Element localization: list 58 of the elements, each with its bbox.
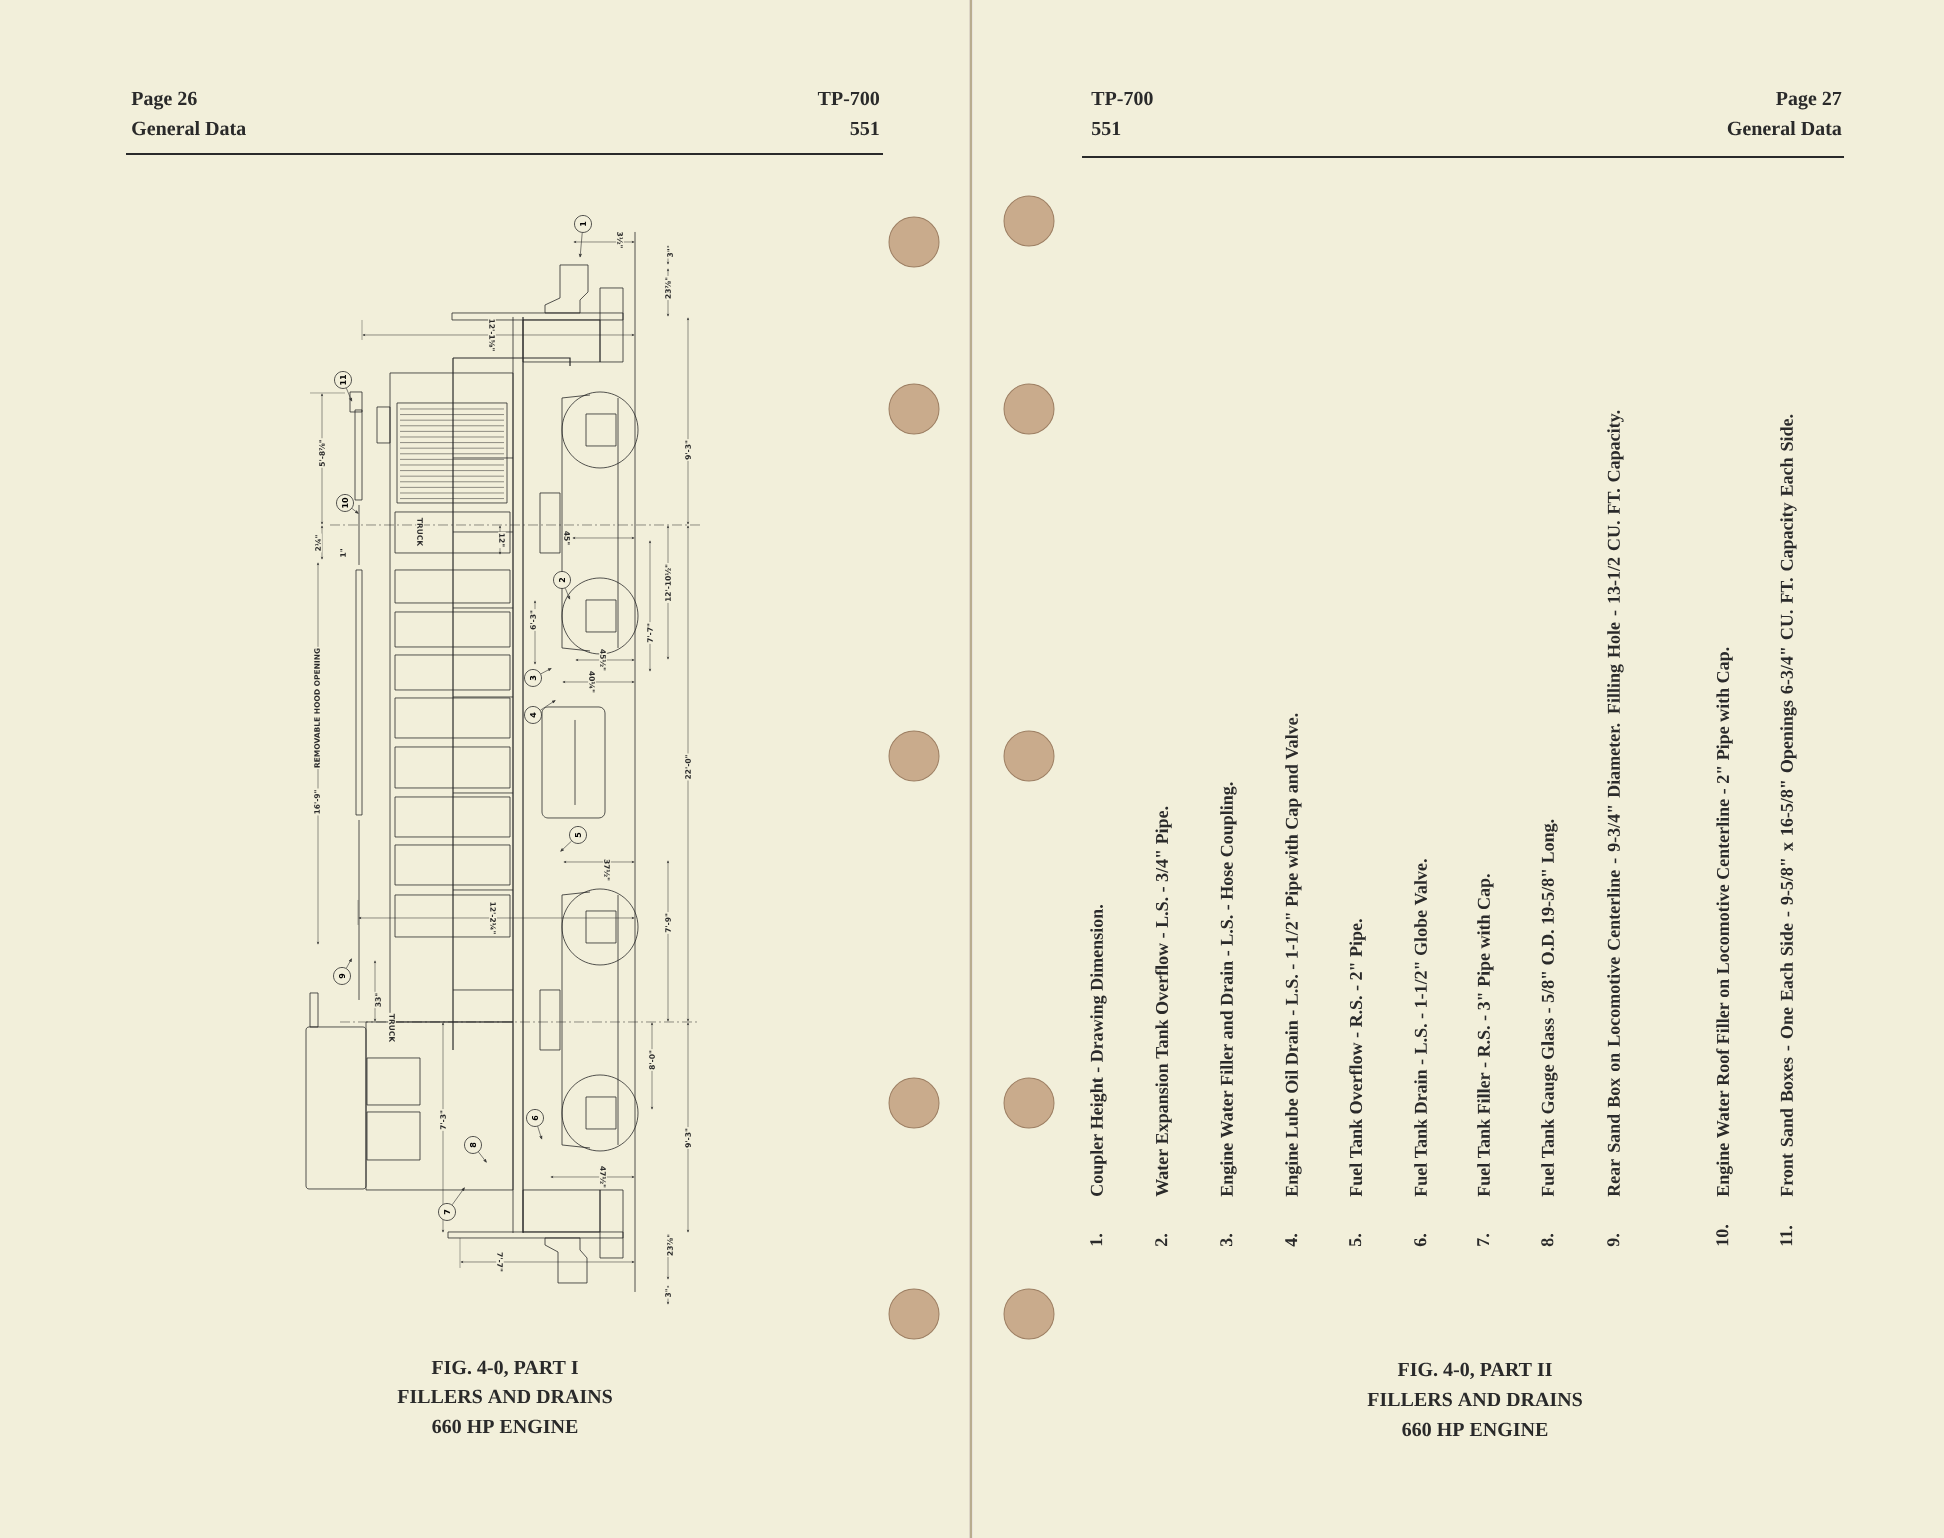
leader-line [540, 668, 552, 675]
leader-line [579, 232, 583, 258]
section-title: General Data [1727, 121, 1842, 136]
item-number: 2. [1155, 1234, 1168, 1247]
item-number: 10. [1716, 1225, 1729, 1246]
callout-number: 1 [574, 215, 592, 233]
figure-caption: 660 HP ENGINE [432, 1419, 578, 1434]
figure-caption: 660 HP ENGINE [1402, 1422, 1548, 1437]
leader-line [565, 587, 570, 600]
callout-number: 4 [524, 706, 542, 724]
page-number: Page 27 [1776, 91, 1842, 110]
item-number: 8. [1541, 1234, 1554, 1247]
item-number: 5. [1349, 1234, 1362, 1247]
figure-caption: FIG. 4-0, PART II [1397, 1362, 1552, 1380]
leader-line [478, 1151, 487, 1163]
callout-number: 2 [553, 571, 571, 589]
item-text: Fuel Tank Drain - L.S. - 1-1/2" Globe Valve. [1414, 859, 1427, 1197]
callout-number: 5 [569, 826, 587, 844]
callout-number: 10 [336, 494, 354, 512]
callout-number: 7 [438, 1203, 456, 1221]
item-number: 11. [1780, 1226, 1793, 1246]
figure-caption: FIG. 4-0, PART I [431, 1360, 578, 1378]
document-number: TP-700 [1091, 91, 1153, 106]
leader-line [451, 1187, 465, 1206]
leader-line [537, 1126, 543, 1140]
item-text: Front Sand Boxes - One Each Side - 9-5/8" x 16-5/8" Openings 6-3/4" CU. FT. Capacity Each Side. [1780, 414, 1797, 1197]
item-text: Water Expansion Tank Overflow - L.S. - 3/4" Pipe. [1155, 806, 1172, 1197]
leader-line [560, 840, 572, 852]
document-number: 551 [1092, 121, 1121, 136]
item-number: 4. [1285, 1234, 1298, 1247]
item-text: Engine Lube Oil Drain - L.S. - 1-1/2" Pipe with Cap and Valve. [1285, 713, 1302, 1197]
document-number: 551 [850, 121, 879, 136]
leader-line [346, 387, 352, 402]
callout-number: 3 [524, 669, 542, 687]
item-number: 3. [1220, 1234, 1233, 1247]
item-text: Fuel Tank Filler - R.S. - 3" Pipe with Cap. [1477, 874, 1494, 1197]
item-number: 7. [1477, 1234, 1490, 1246]
item-number: 6. [1414, 1234, 1427, 1247]
callout-number: 8 [464, 1136, 482, 1154]
leader-line [540, 700, 556, 711]
figure-caption: FILLERS AND DRAINS [1367, 1392, 1582, 1407]
item-text: Engine Water Roof Filler on Locomotive Centerline - 2" Pipe with Cap. [1716, 647, 1733, 1197]
item-text: Engine Water Filler and Drain - L.S. - Hose Coupling. [1220, 782, 1237, 1197]
callout-number: 6 [526, 1109, 544, 1127]
item-text: Rear Sand Box on Locomotive Centerline - 9-3/4" Diameter. Filling Hole - 13-1/2 CU. FT. Capacity. [1607, 410, 1624, 1197]
callout-number: 9 [333, 967, 351, 985]
page-number: Page 26 [131, 91, 197, 110]
item-text: Fuel Tank Overflow - R.S. - 2" Pipe. [1349, 919, 1366, 1197]
leader-line [351, 508, 359, 514]
callout-number: 11 [334, 371, 352, 389]
item-number: 1. [1090, 1234, 1103, 1246]
item-text: Coupler Height - Drawing Dimension. [1090, 905, 1107, 1196]
leader-line [346, 958, 352, 969]
document-number: TP-700 [817, 91, 880, 106]
figure-caption: FILLERS AND DRAINS [397, 1389, 612, 1404]
item-number: 9. [1607, 1234, 1620, 1247]
item-text: Fuel Tank Gauge Glass - 5/8" O.D. 19-5/8" Long. [1541, 819, 1558, 1197]
section-title: General Data [132, 121, 246, 136]
